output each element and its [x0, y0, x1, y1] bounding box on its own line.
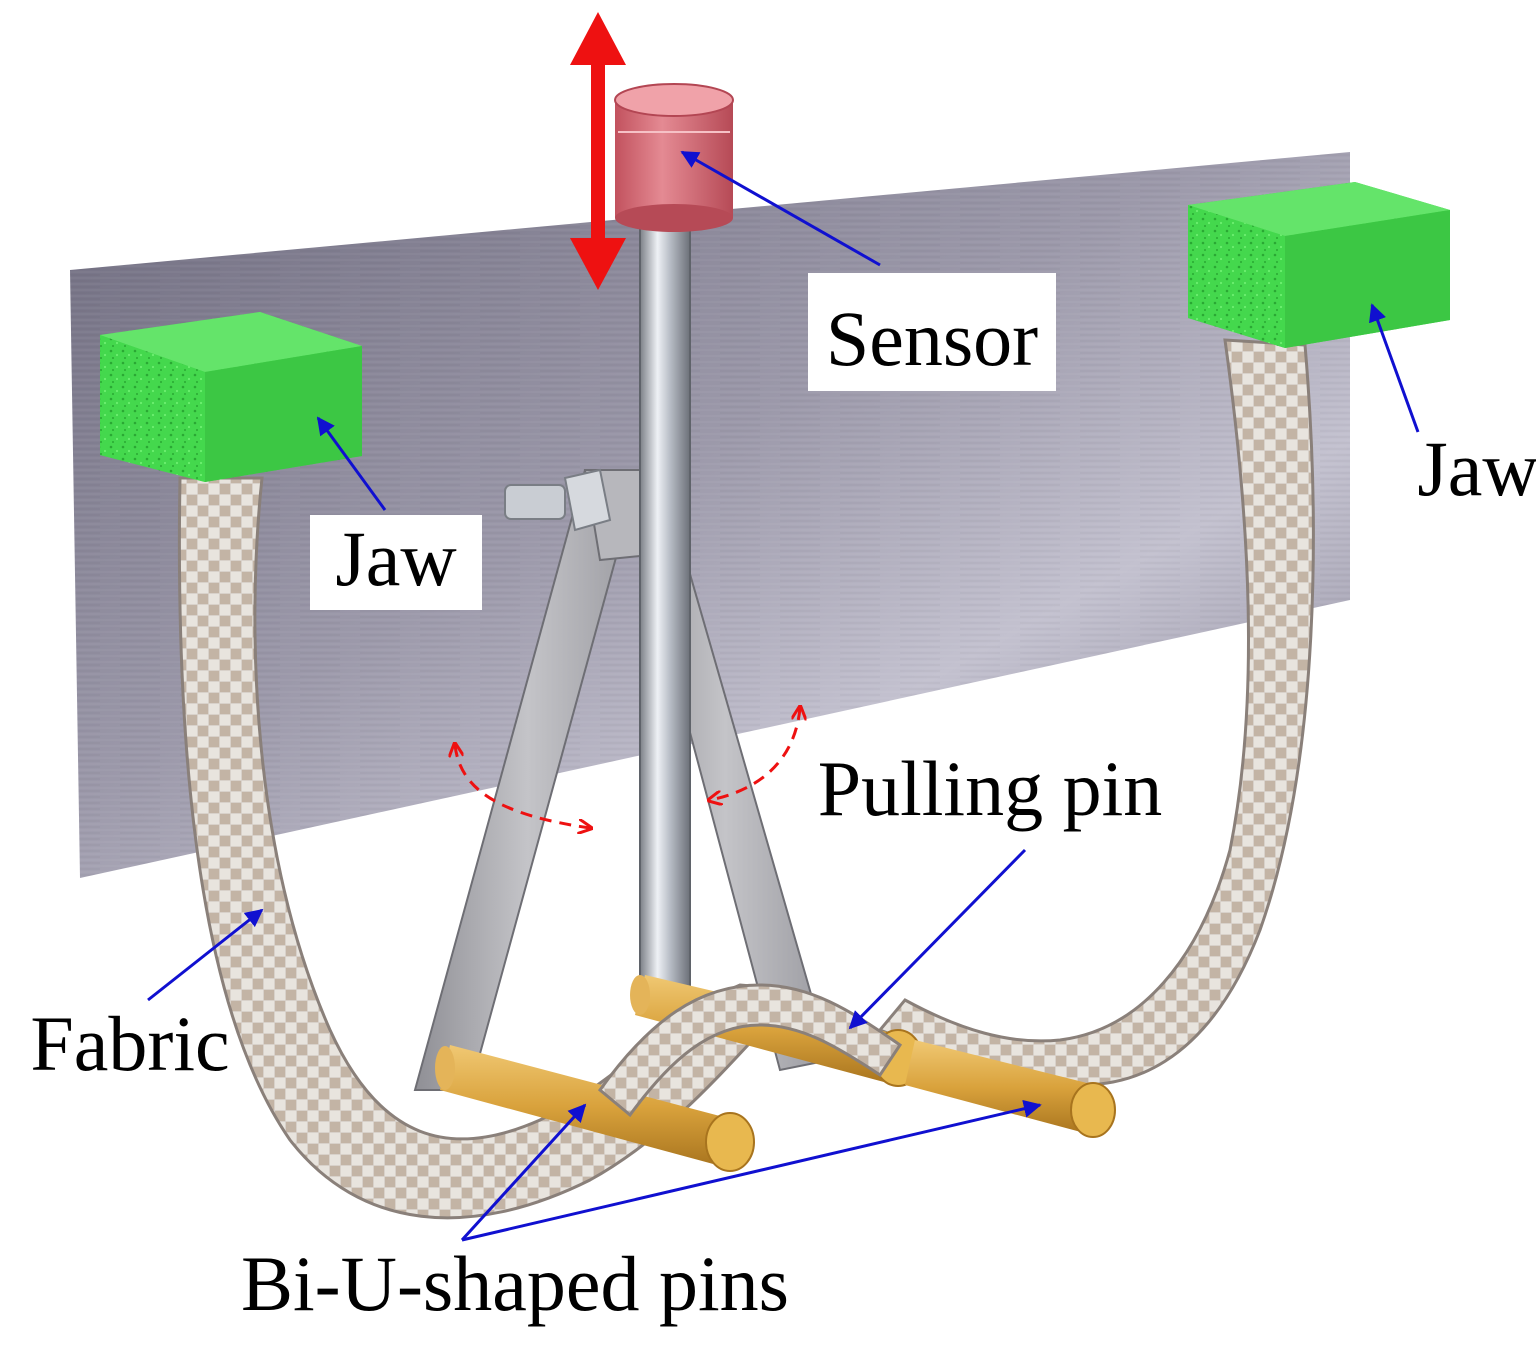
fabric-label: Fabric	[30, 1000, 229, 1087]
bi-u-pin-left-arrow	[460, 1103, 587, 1242]
bi-u-pin-left	[435, 1045, 755, 1172]
pulling-pin-label: Pulling pin	[818, 745, 1163, 832]
fabric-arrow	[147, 908, 264, 1002]
jaw-left-label-group: Jaw	[310, 515, 482, 610]
right-rotation-arrow	[710, 708, 800, 800]
sensor-arrow	[680, 150, 881, 267]
jaw-right-label: Jaw	[1417, 425, 1536, 512]
sensor-label: Sensor	[826, 295, 1038, 382]
bi-u-pin-right-arrow	[461, 1099, 1042, 1242]
fabric-middle-wave	[597, 983, 903, 1118]
sensor-rod	[639, 209, 691, 991]
leader-arrows	[147, 150, 1420, 1242]
bolt-icon	[504, 484, 566, 520]
bi-u-pins-label: Bi-U-shaped pins	[241, 1240, 789, 1327]
jaw-left-label: Jaw	[335, 515, 456, 602]
jaw-left-arrow	[316, 416, 387, 511]
left-rotation-arrow	[455, 745, 590, 828]
sensor-cylinder	[614, 83, 734, 232]
sensor-label-group: Sensor	[808, 273, 1056, 391]
vertical-motion-arrow	[570, 12, 626, 290]
jaw-left-block	[100, 312, 362, 482]
bi-u-pin-right	[905, 1040, 1116, 1138]
jaw-right-block	[1188, 182, 1450, 348]
jaw-right-arrow	[1369, 303, 1420, 433]
pulling-pin-arrow	[848, 848, 1027, 1030]
